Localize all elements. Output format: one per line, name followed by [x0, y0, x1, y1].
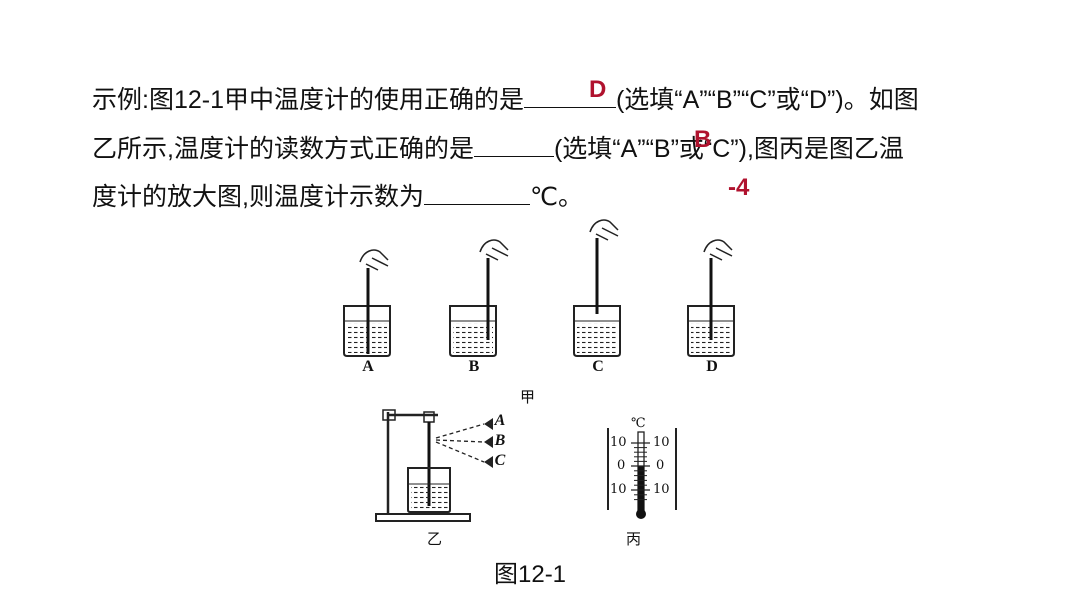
- beaker-b: [449, 239, 509, 357]
- question-line-2-prefix: 乙所示,温度计的读数方式正确的是: [92, 135, 474, 163]
- beaker-a: [343, 249, 391, 357]
- question-line-2: 乙所示,温度计的读数方式正确的是 (选填“A”“B”或“C”),图丙是图乙温: [92, 134, 904, 164]
- beaker-label-d: D: [706, 358, 718, 375]
- scale-tick-left-bottom: 10: [610, 482, 627, 497]
- eye-label-a: A: [494, 412, 506, 429]
- answer-blank-1: [523, 85, 616, 108]
- beaker-c: [573, 219, 621, 357]
- scale-tick-left-mid: 0: [617, 458, 626, 473]
- answer-blank-2: [473, 134, 554, 157]
- part-label-yi: 乙: [427, 530, 443, 548]
- stand-setup: [375, 409, 485, 522]
- part-label-bing: 丙: [626, 530, 642, 548]
- eye-label-b: B: [494, 432, 506, 449]
- scale-unit: ℃: [631, 416, 646, 431]
- question-line-1-prefix: 示例:图12-1甲中温度计的使用正确的是: [92, 86, 524, 114]
- scale-tick-right-top: 10: [653, 435, 670, 450]
- question-line-3-suffix: ℃。: [529, 183, 584, 211]
- question-line-1: 示例:图12-1甲中温度计的使用正确的是 (选填“A”“B”“C”或“D”)。如图: [92, 85, 919, 115]
- eye-icons: [484, 418, 493, 468]
- answer-blank-3: [423, 182, 530, 205]
- scale-tick-left-top: 10: [610, 435, 627, 450]
- question-line-3-prefix: 度计的放大图,则温度计示数为: [92, 183, 424, 211]
- question-line-2-suffix: (选填“A”“B”或“C”),图丙是图乙温: [553, 135, 904, 163]
- answer-1: D: [589, 76, 607, 103]
- scale-tick-right-bottom: 10: [653, 482, 670, 497]
- eye-label-c: C: [494, 452, 506, 469]
- answer-2: B: [694, 126, 712, 153]
- part-label-jia: 甲: [520, 388, 536, 406]
- question-line-3: 度计的放大图,则温度计示数为 ℃。: [92, 182, 583, 212]
- beaker-d: [687, 239, 735, 357]
- answer-3: -4: [728, 174, 750, 201]
- beaker-label-b: B: [468, 358, 480, 375]
- figure-caption: 图12-1: [494, 561, 567, 588]
- scale-tick-right-mid: 0: [656, 458, 665, 473]
- beaker-label-c: C: [592, 358, 604, 375]
- beaker-label-a: A: [362, 358, 374, 375]
- question-line-1-suffix: (选填“A”“B”“C”或“D”)。如图: [615, 86, 919, 114]
- thermometer-scale: [607, 428, 677, 519]
